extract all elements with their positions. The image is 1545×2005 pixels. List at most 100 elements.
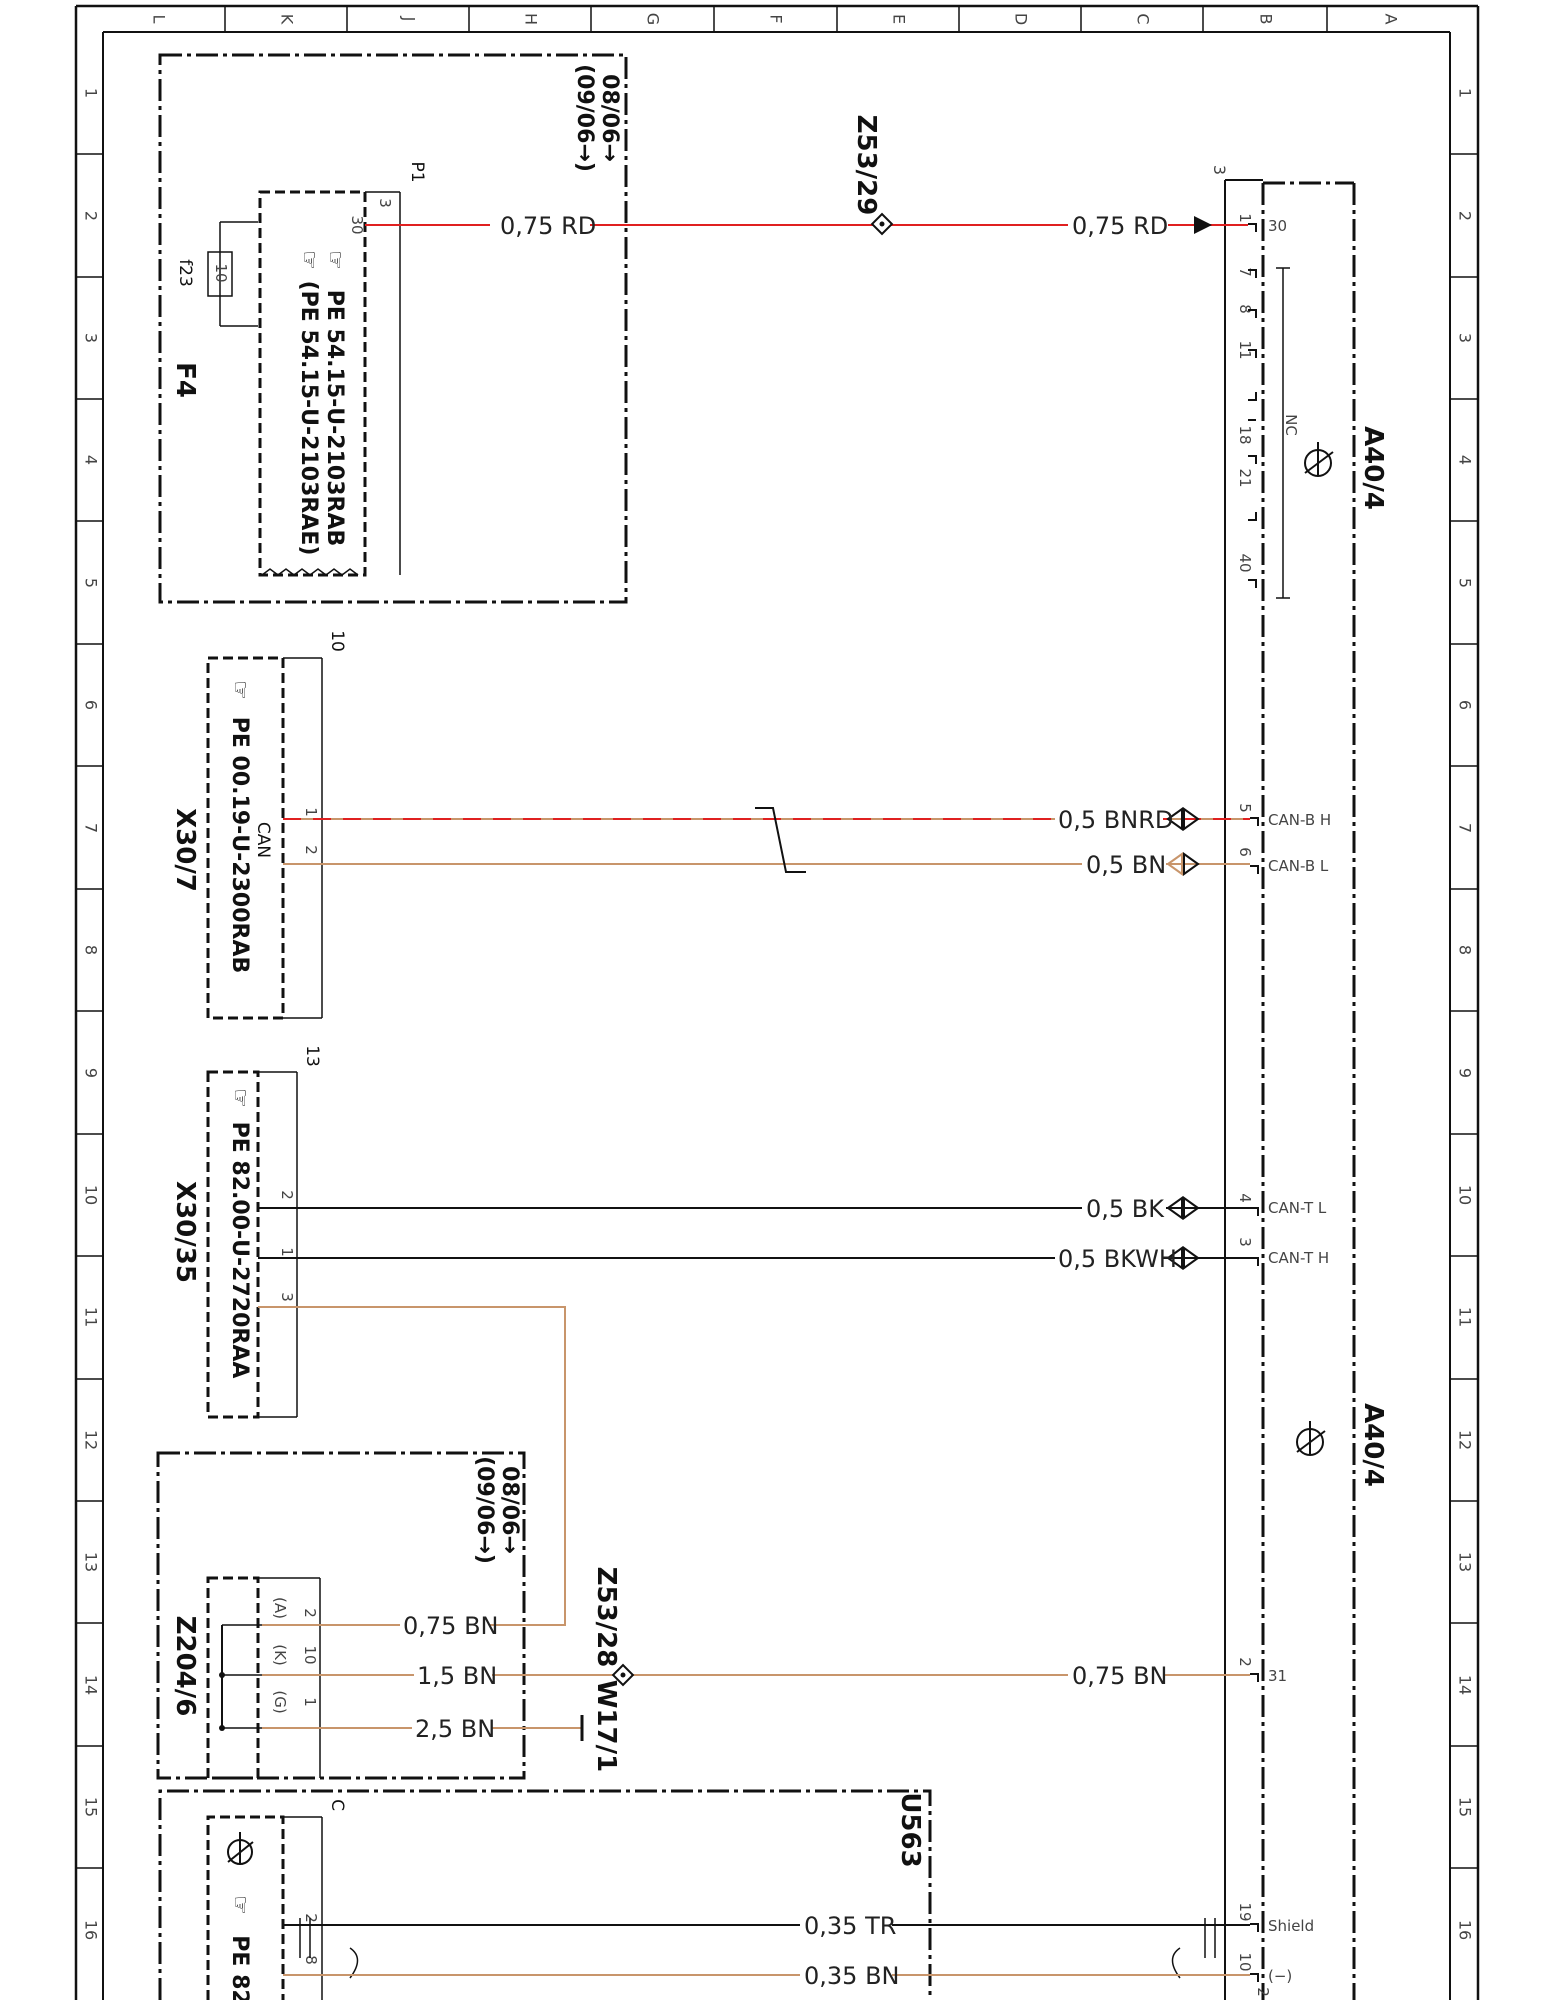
a40-pin-10: 10: [1236, 1952, 1254, 1971]
a40-4-label-mid: A40/4: [1358, 1403, 1388, 1487]
a40-pin-1: 1: [1236, 213, 1254, 223]
wire-label-bnrd: 0,5 BNRD: [1058, 806, 1173, 834]
col-K: K: [278, 14, 297, 25]
x30-7-pe: PE 00.19-U-2300RAB: [227, 717, 252, 974]
a40-4-label-top: A40/4: [1358, 426, 1388, 510]
row-2-left: 2: [82, 211, 101, 221]
row-8-left: 8: [82, 945, 101, 955]
a40-pin-5: 5: [1236, 803, 1254, 813]
esd-symbol-icon: [227, 1832, 254, 1865]
z204-pin-g: (G): [271, 1690, 289, 1713]
wire-label-bn-25: 2,5 BN: [415, 1715, 495, 1743]
pointing-hand-icon: ☞: [227, 1088, 252, 1108]
row-4-right: 4: [1456, 455, 1475, 465]
z204-date-2: (09/06→): [472, 1456, 497, 1564]
a40-signal-can-t-l: CAN-T L: [1268, 1199, 1327, 1217]
a40-pin-3: 3: [1236, 1237, 1254, 1247]
row-numbers-right: 1 2 3 4 5 6 7 8 9 10 11 12 13 14 15 16: [1456, 88, 1475, 1940]
z53-29-label: Z53/29: [851, 115, 881, 216]
row-3-left: 3: [82, 333, 101, 343]
col-E: E: [890, 14, 909, 24]
wire-0-35-tr: [283, 1918, 1250, 1979]
a40-signal-30: 30: [1268, 217, 1287, 235]
col-D: D: [1012, 13, 1031, 25]
wire-label-bn-035: 0,35 BN: [804, 1962, 899, 1990]
a40-pin-7: 7: [1236, 267, 1254, 277]
a40-signal-can-b-h: CAN-B H: [1268, 811, 1331, 829]
row-10-right: 10: [1456, 1185, 1475, 1205]
a40-pin-21: 21: [1236, 468, 1254, 487]
row-9-right: 9: [1456, 1068, 1475, 1078]
col-H: H: [522, 13, 541, 25]
u563-label: U563: [895, 1792, 925, 1867]
drawing-frame: [74, 4, 1480, 2000]
nc-bracket: [1276, 267, 1290, 599]
row-14-left: 14: [82, 1675, 101, 1695]
row-5-right: 5: [1456, 578, 1475, 588]
wire-label-bkwh: 0,5 BKWH: [1058, 1245, 1177, 1273]
x30-7-connector: 10 1 2 CAN PE 00.19-U-2300RAB ☞ X30/7: [170, 630, 347, 1020]
x30-35-number-13: 13: [302, 1045, 322, 1067]
row-7-left: 7: [82, 823, 101, 833]
x30-35-connector: 13 2 1 3 PE 82.00-U-2720RAA ☞ X30/35: [170, 1045, 322, 1419]
nc-label: NC: [1282, 414, 1300, 436]
col-G: G: [644, 13, 663, 25]
a40-pin-18: 18: [1236, 425, 1254, 444]
col-J: J: [400, 16, 419, 22]
pointing-hand-icon: ☞: [296, 250, 321, 270]
esd-symbol-icon: [1304, 442, 1334, 477]
col-F: F: [767, 14, 786, 23]
wire-label-bn-075-a: 0,75 BN: [403, 1612, 498, 1640]
fuse-rating: 10: [212, 263, 230, 282]
x30-7-number-10: 10: [327, 630, 347, 652]
row-12-right: 12: [1456, 1430, 1475, 1450]
z204-6-label: Z204/6: [170, 1616, 200, 1717]
f4-pe-1: PE 54.15-U-2103RAB: [322, 290, 347, 547]
wire-label-rd-right: 0,75 RD: [1072, 212, 1168, 240]
pointing-hand-icon: ☞: [227, 680, 252, 700]
a40-4-module: 3 A40/4 A40/4 NC 1 7 8 11 18 21 40 5 6 4…: [1210, 165, 1388, 2000]
f4-pin-3: 3: [376, 198, 394, 208]
twisted-pair-icon: [755, 807, 806, 873]
row-13-left: 13: [82, 1552, 101, 1572]
wire-label-bk: 0,5 BK: [1086, 1195, 1165, 1223]
x30-7-label: X30/7: [170, 808, 200, 892]
f4-date-2: (09/06→): [572, 64, 597, 172]
row-2-right: 2: [1456, 211, 1475, 221]
x30-7-pin-2: 2: [302, 845, 320, 855]
z204-6-block: 08/06→ (09/06→) (A) 2 (K) 10 (G) 1 Z204/…: [156, 1451, 526, 1780]
row-8-right: 8: [1456, 945, 1475, 955]
x30-7-can-label: CAN: [253, 822, 273, 858]
u563-pe: PE 82: [227, 1935, 252, 2000]
f4-pin-30: 30: [348, 215, 366, 234]
z204-date-1: 08/06→: [497, 1466, 522, 1554]
fuse-f23-icon: [207, 221, 258, 327]
row-6-left: 6: [82, 700, 101, 710]
wire-label-rd-left: 0,75 RD: [500, 212, 596, 240]
wire-label-bn-05: 0,5 BN: [1086, 851, 1166, 879]
z204-pin-a: (A): [271, 1597, 289, 1619]
row-3-right: 3: [1456, 333, 1475, 343]
z204-pin-k: (K): [271, 1644, 289, 1666]
a40-pin-2b: 2: [1254, 1987, 1272, 1997]
z204-pin-1: 1: [301, 1697, 319, 1707]
a40-signal-shield: Shield: [1268, 1917, 1314, 1935]
a40-signal-minus: (−): [1268, 1967, 1292, 1985]
f4-pe-2: (PE 54.15-U-2103RAE): [296, 281, 321, 556]
wire-label-bn-075-b: 0,75 BN: [1072, 1662, 1167, 1690]
row-4-left: 4: [82, 455, 101, 465]
row-7-right: 7: [1456, 823, 1475, 833]
a40-connector-3: 3: [1210, 165, 1229, 175]
column-letters: L K J H G F E D C B A: [150, 13, 1401, 25]
u563-block: C U563 PE 82 ☞ 2 8: [158, 1789, 932, 2005]
row-12-left: 12: [82, 1430, 101, 1450]
row-13-right: 13: [1456, 1552, 1475, 1572]
z53-28-label: Z53/28: [591, 1567, 621, 1668]
f4-p1-label: P1: [407, 161, 427, 182]
f4-date-1: 08/06→: [597, 74, 622, 162]
col-A: A: [1382, 14, 1401, 25]
f4-fuse-block: P1 3 30 08/06→ (09/06→) PE 54.15-U-2103R…: [158, 53, 628, 604]
a40-pin-6: 6: [1236, 847, 1254, 857]
row-10-left: 10: [82, 1185, 101, 1205]
